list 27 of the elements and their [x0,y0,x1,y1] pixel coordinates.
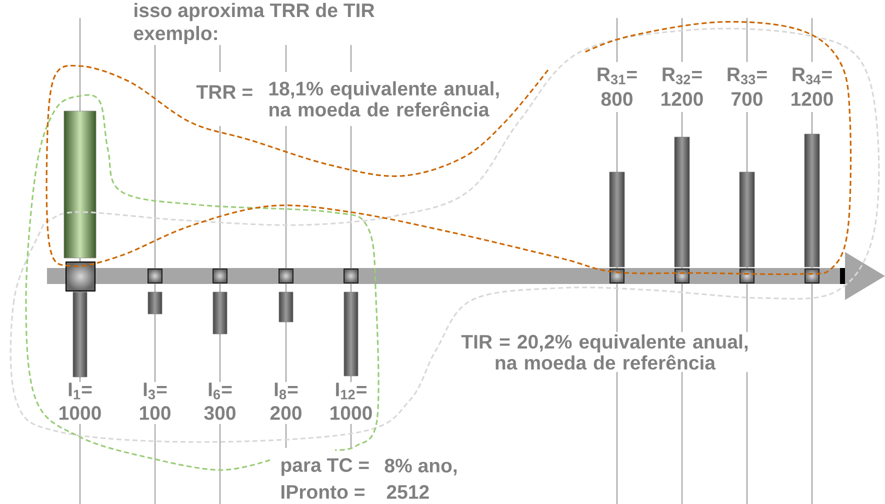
note-text: exemplo: [134,26,217,44]
rate-label: para TC = [282,458,369,476]
rate-text: 8% ano, [384,458,457,476]
value-label: R$_{34}$= [792,68,832,84]
value-label: 1000 [330,406,372,420]
value-label: I$_{8}$= [274,382,298,400]
value-label: 1200 [662,92,703,106]
rate-label: IPronto = [282,485,364,499]
rate-label: TRR = [196,85,252,99]
value-label: I$_{6}$= [208,382,232,400]
value-label: 700 [732,92,762,106]
value-label: I$_{12}$= [336,382,366,400]
value-label: 800 [601,92,632,106]
value-label: 200 [270,406,302,420]
rate-text: 2512 [386,485,429,499]
value-label: 1200 [792,92,833,106]
value-label: I$_{1}$= [68,382,92,400]
value-label: R$_{31}$= [598,68,637,84]
rate-text: 18,1% equivalente anual, na moeda de referência [269,81,499,117]
note-text: isso aproxima TRR de TIR [134,2,374,22]
value-label: R$_{32}$= [662,68,702,84]
value-label: 1000 [60,406,101,420]
value-label: 100 [140,406,170,420]
rate-text: TIR = 20,2% equivalente anual, na moeda de referência [461,334,748,370]
value-label: R$_{33}$= [728,68,767,84]
value-label: 300 [204,406,236,420]
value-label: I$_{3}$= [144,382,167,400]
